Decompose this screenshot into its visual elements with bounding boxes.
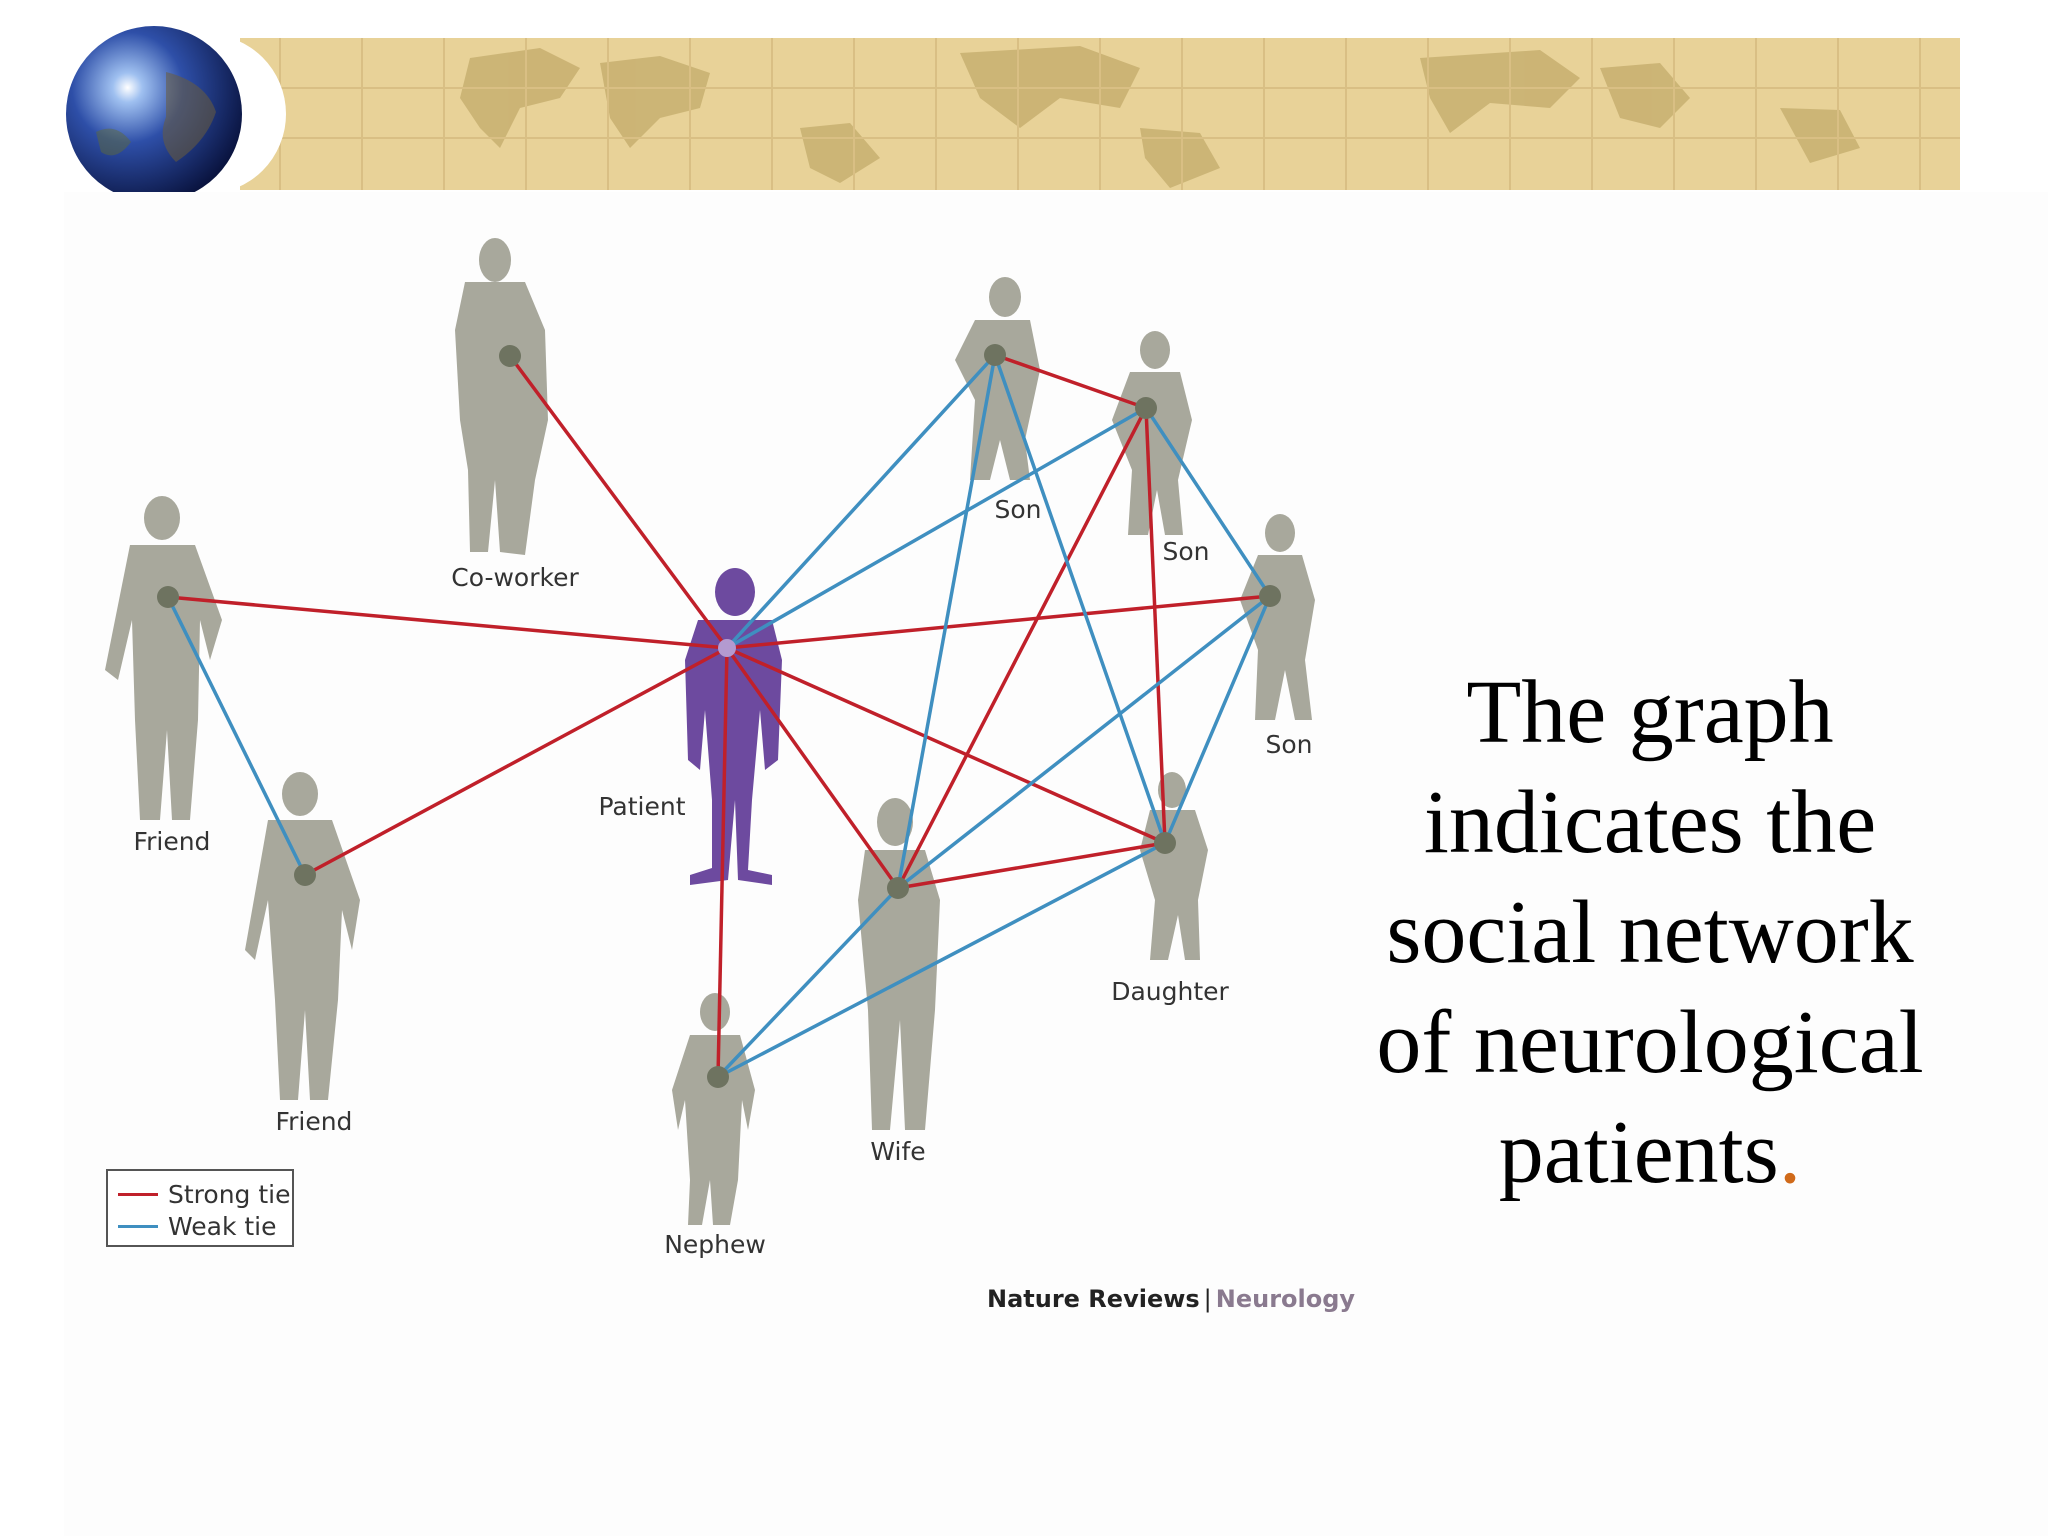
edge-weak-wife-nephew	[716, 886, 900, 1079]
legend: Strong tie Weak tie	[106, 1169, 294, 1247]
silhouette-patient	[685, 568, 782, 885]
credit-journal: Nature Reviews	[987, 1285, 1200, 1313]
silhouette-son1	[955, 277, 1040, 480]
caption-line: social network	[1386, 883, 1914, 982]
node-daughter	[1154, 832, 1176, 854]
node-son3	[1259, 585, 1281, 607]
legend-weak: Weak tie	[118, 1211, 277, 1241]
edge-weak-son1-daughter	[993, 354, 1167, 844]
edge-weak-friend1-friend2	[166, 596, 307, 876]
legend-strong: Strong tie	[118, 1179, 291, 1209]
silhouette-son2	[1112, 331, 1192, 535]
credit-field: Neurology	[1215, 1285, 1356, 1313]
edge-weak-son3-daughter	[1163, 595, 1272, 844]
label-nephew: Nephew	[664, 1230, 766, 1259]
edge-strong-wife-daughter	[897, 841, 1166, 890]
edge-weak-son3-wife	[896, 594, 1272, 890]
silhouette-wife	[858, 798, 940, 1130]
world-map-banner	[240, 38, 1960, 190]
silhouette-friend1	[105, 496, 222, 820]
label-wife: Wife	[870, 1137, 925, 1166]
edge-weak-patient-son2	[726, 406, 1147, 650]
legend-weak-label: Weak tie	[168, 1211, 277, 1241]
silhouettes	[105, 238, 1315, 1225]
edge-strong-patient-daughter	[726, 646, 1166, 845]
node-patient	[718, 639, 736, 657]
legend-weak-swatch	[118, 1224, 158, 1228]
label-friend2: Friend	[276, 1107, 353, 1136]
edge-strong-patient-son3	[726, 594, 1271, 650]
caption-line: patients.	[1330, 1098, 1970, 1208]
label-coworker: Co-worker	[451, 563, 579, 592]
edge-strong-patient-friend2	[304, 646, 728, 877]
edges	[166, 353, 1272, 1079]
legend-strong-label: Strong tie	[168, 1179, 291, 1209]
node-labels: Co-workerFriendFriendPatientSonSonSonDau…	[134, 495, 1313, 1259]
label-patient: Patient	[598, 792, 685, 821]
label-daughter: Daughter	[1111, 977, 1229, 1006]
edge-weak-patient-son1	[725, 353, 997, 650]
edge-strong-patient-wife	[725, 646, 900, 890]
node-nephew	[707, 1066, 729, 1088]
edge-strong-son1-son2	[994, 353, 1147, 410]
node-coworker	[499, 345, 521, 367]
edge-strong-patient-friend1	[167, 595, 728, 650]
caption-line-text: patients	[1498, 1103, 1779, 1202]
node-son2	[1135, 397, 1157, 419]
edge-strong-son2-wife	[896, 407, 1148, 889]
label-son1: Son	[994, 495, 1041, 524]
edge-strong-patient-nephew	[716, 647, 729, 1078]
edge-weak-daughter-nephew	[717, 841, 1166, 1079]
figure-credit: Nature Reviews|Neurology	[987, 1285, 1355, 1313]
edge-weak-son1-wife	[896, 354, 997, 889]
caption-period: .	[1778, 1103, 1802, 1202]
edge-strong-son2-daughter	[1144, 407, 1167, 844]
silhouette-son3	[1240, 514, 1315, 720]
edge-strong-patient-coworker	[508, 354, 729, 650]
credit-separator: |	[1203, 1285, 1212, 1313]
slide-caption: The graph indicates the social network o…	[1330, 658, 1970, 1208]
silhouette-coworker	[455, 238, 548, 555]
edge-weak-son2-son3	[1144, 407, 1272, 597]
node-wife	[887, 877, 909, 899]
caption-line: The graph	[1466, 663, 1834, 762]
label-son3: Son	[1265, 730, 1312, 759]
nodes	[157, 344, 1281, 1088]
caption-line: of neurological	[1376, 993, 1924, 1092]
node-friend1	[157, 586, 179, 608]
silhouette-nephew	[672, 993, 755, 1225]
node-son1	[984, 344, 1006, 366]
caption-line: indicates the	[1423, 773, 1877, 872]
node-friend2	[294, 864, 316, 886]
globe-icon	[66, 26, 286, 202]
legend-strong-swatch	[118, 1192, 158, 1196]
content-area	[64, 192, 2048, 1536]
label-son2: Son	[1162, 537, 1209, 566]
silhouette-friend2	[245, 772, 360, 1100]
label-friend1: Friend	[134, 827, 211, 856]
